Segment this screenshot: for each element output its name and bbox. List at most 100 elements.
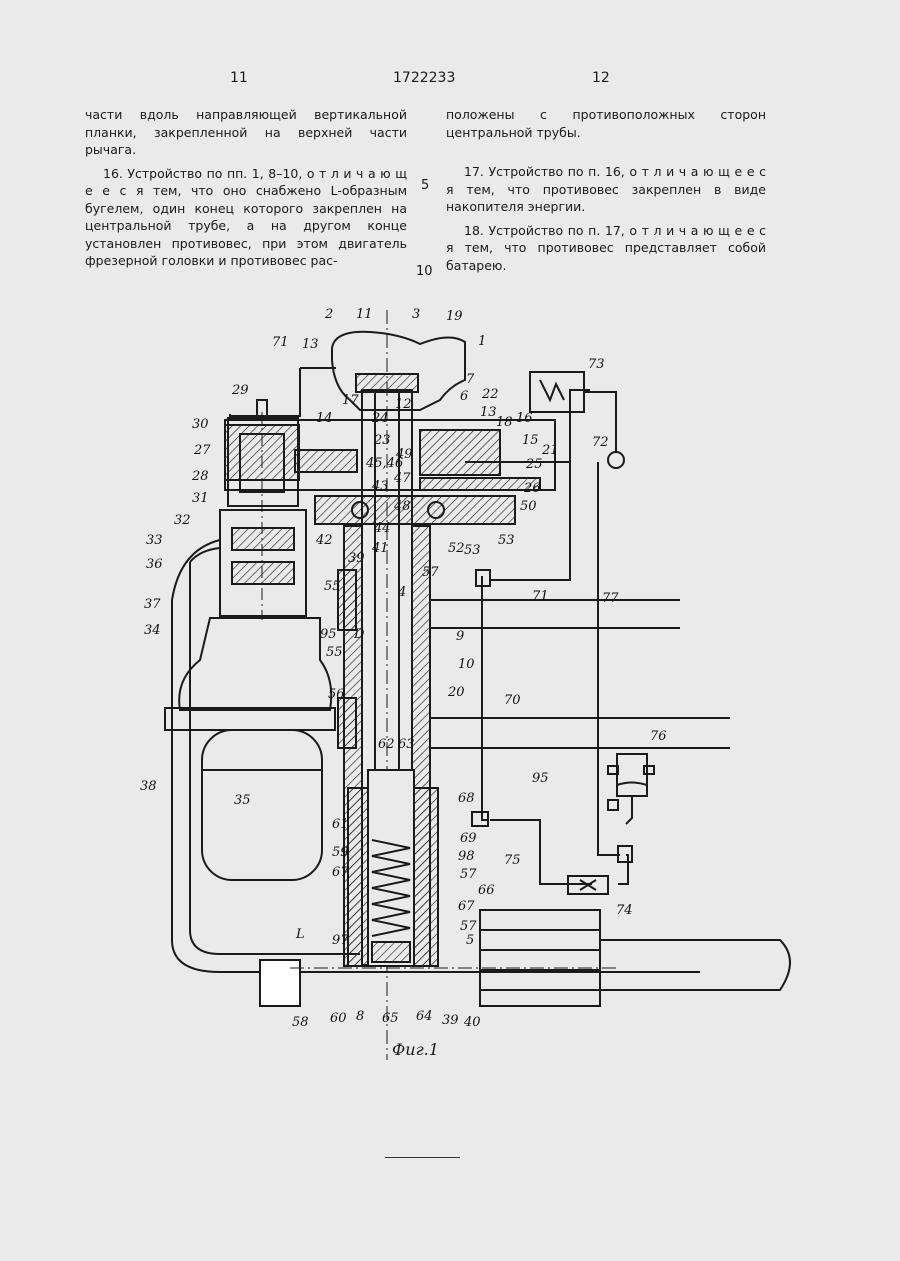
figure-label: 67 bbox=[332, 865, 349, 880]
figure-caption: Фиг.1 bbox=[392, 1040, 439, 1059]
figure-label: 9 bbox=[456, 629, 464, 644]
left-paragraph-2: 16. Устройство по пп. 1, 8–10, о т л и ч… bbox=[85, 165, 407, 270]
figure-label: 77 bbox=[602, 591, 619, 606]
left-text-column: части вдоль направляющей вертикальной пл… bbox=[85, 106, 407, 270]
figure-label: 2 bbox=[324, 307, 333, 322]
right-text-column: положены с противоположных сторон центра… bbox=[446, 106, 766, 274]
figure-label: 12 bbox=[395, 397, 412, 412]
figure-label: 21 bbox=[541, 443, 559, 458]
figure-label: 42 bbox=[315, 533, 333, 548]
right-paragraph-2: 17. Устройство по п. 16, о т л и ч а ю щ… bbox=[446, 163, 766, 216]
patent-number: 1722233 bbox=[393, 70, 455, 86]
figure-label: 10 bbox=[458, 657, 475, 672]
figure-label: 71 bbox=[272, 335, 289, 350]
figure-label: 74 bbox=[616, 903, 633, 918]
figure-label: 14 bbox=[316, 411, 333, 426]
figure-label: 38 bbox=[140, 779, 157, 794]
figure-label: 20 bbox=[447, 685, 465, 700]
figure-label: 33 bbox=[146, 533, 163, 548]
figure-label: 95 bbox=[532, 771, 549, 786]
figure-label: 23 bbox=[373, 433, 391, 448]
figure-label: 39 bbox=[442, 1013, 459, 1028]
figure-label: 57 bbox=[422, 565, 439, 580]
left-paragraph-1: части вдоль направляющей вертикальной пл… bbox=[85, 106, 407, 159]
figure-label: 11 bbox=[356, 307, 373, 322]
figure-label: 3 bbox=[412, 307, 420, 322]
figure-label: 27 bbox=[193, 443, 211, 458]
figure-label: 53 bbox=[498, 533, 515, 548]
figure-label: 39 bbox=[348, 551, 365, 566]
left-page-number: 11 bbox=[230, 70, 248, 86]
figure-label: 72 bbox=[592, 435, 609, 450]
figure-label: 43 bbox=[371, 479, 389, 494]
figure-label: 36 bbox=[146, 557, 163, 572]
figure-label: 76 bbox=[650, 729, 667, 744]
figure-label: 18 bbox=[496, 415, 513, 430]
figure-label: 40 bbox=[463, 1015, 481, 1030]
figure-label: 26 bbox=[523, 481, 541, 496]
figure-label: 98 bbox=[458, 849, 475, 864]
figure-label: 25 bbox=[525, 457, 543, 472]
technical-drawing: 2113191711373717126222914241318163023157… bbox=[120, 300, 810, 1090]
right-page-number: 12 bbox=[592, 70, 610, 86]
figure-label: 97 bbox=[332, 933, 349, 948]
figure-label: 35 bbox=[234, 793, 251, 808]
figure-label: 4 bbox=[397, 585, 406, 600]
figure-label: 53 bbox=[464, 543, 481, 558]
figure-label: 28 bbox=[191, 469, 209, 484]
figure-label: 70 bbox=[504, 693, 521, 708]
figure-label: 57 bbox=[460, 919, 477, 934]
figure-label: D bbox=[353, 627, 365, 642]
figure-label: 68 bbox=[458, 791, 475, 806]
figure-label: 24 bbox=[371, 411, 389, 426]
figure-label: 17 bbox=[342, 393, 359, 408]
figure-label: 15 bbox=[522, 433, 539, 448]
figure-label: 52 bbox=[448, 541, 465, 556]
figure-label: 32 bbox=[174, 513, 191, 528]
figure-label: 67 bbox=[458, 899, 475, 914]
figure-label: 22 bbox=[481, 387, 499, 402]
figure-label: 66 bbox=[478, 883, 495, 898]
figure-label: 63 bbox=[398, 737, 415, 752]
figure-label: 7 bbox=[466, 372, 475, 387]
figure-label: 69 bbox=[460, 831, 477, 846]
figure-label: 13 bbox=[302, 337, 319, 352]
line-number-5: 5 bbox=[421, 178, 429, 193]
figure-label: 1 bbox=[478, 334, 486, 349]
line-number-10: 10 bbox=[416, 264, 433, 279]
figure-label: 57 bbox=[460, 867, 477, 882]
figure-label: 55 bbox=[326, 645, 343, 660]
figure-label: 5 bbox=[466, 933, 474, 948]
figure-label: 71 bbox=[532, 589, 549, 604]
figure-label: L bbox=[295, 927, 305, 942]
right-paragraph-3: 18. Устройство по п. 17, о т л и ч а ю щ… bbox=[446, 222, 766, 275]
figure-label: 16 bbox=[516, 411, 533, 426]
figure-label: 48 bbox=[393, 499, 411, 514]
right-paragraph-1: положены с противоположных сторон центра… bbox=[446, 106, 766, 141]
figure-label: 19 bbox=[446, 309, 463, 324]
figure-label: 61 bbox=[332, 817, 349, 832]
figure-label: 13 bbox=[480, 405, 497, 420]
figure-label: 34 bbox=[144, 623, 161, 638]
figure-label: 49 bbox=[395, 447, 413, 462]
figure-label: 73 bbox=[588, 357, 605, 372]
figure-label: 8 bbox=[356, 1009, 364, 1024]
figure-label: 75 bbox=[504, 853, 521, 868]
figure-label: 50 bbox=[520, 499, 537, 514]
figure-label: 31 bbox=[192, 491, 209, 506]
bottom-divider bbox=[385, 1157, 460, 1158]
figure-label: 30 bbox=[192, 417, 209, 432]
figure-label: 65 bbox=[382, 1011, 399, 1026]
figure-label: 64 bbox=[416, 1009, 433, 1024]
figure-label: 60 bbox=[330, 1011, 347, 1026]
figure-label: 37 bbox=[144, 597, 161, 612]
figure-label: 58 bbox=[292, 1015, 309, 1030]
figure-label: 55 bbox=[324, 579, 341, 594]
figure-label: 95 bbox=[320, 627, 337, 642]
figure-label: 29 bbox=[231, 383, 249, 398]
figure-label: 6 bbox=[460, 389, 468, 404]
figure-label: 41 bbox=[371, 541, 389, 556]
figure-label: 56 bbox=[328, 687, 345, 702]
figure-label: 62 bbox=[378, 737, 395, 752]
